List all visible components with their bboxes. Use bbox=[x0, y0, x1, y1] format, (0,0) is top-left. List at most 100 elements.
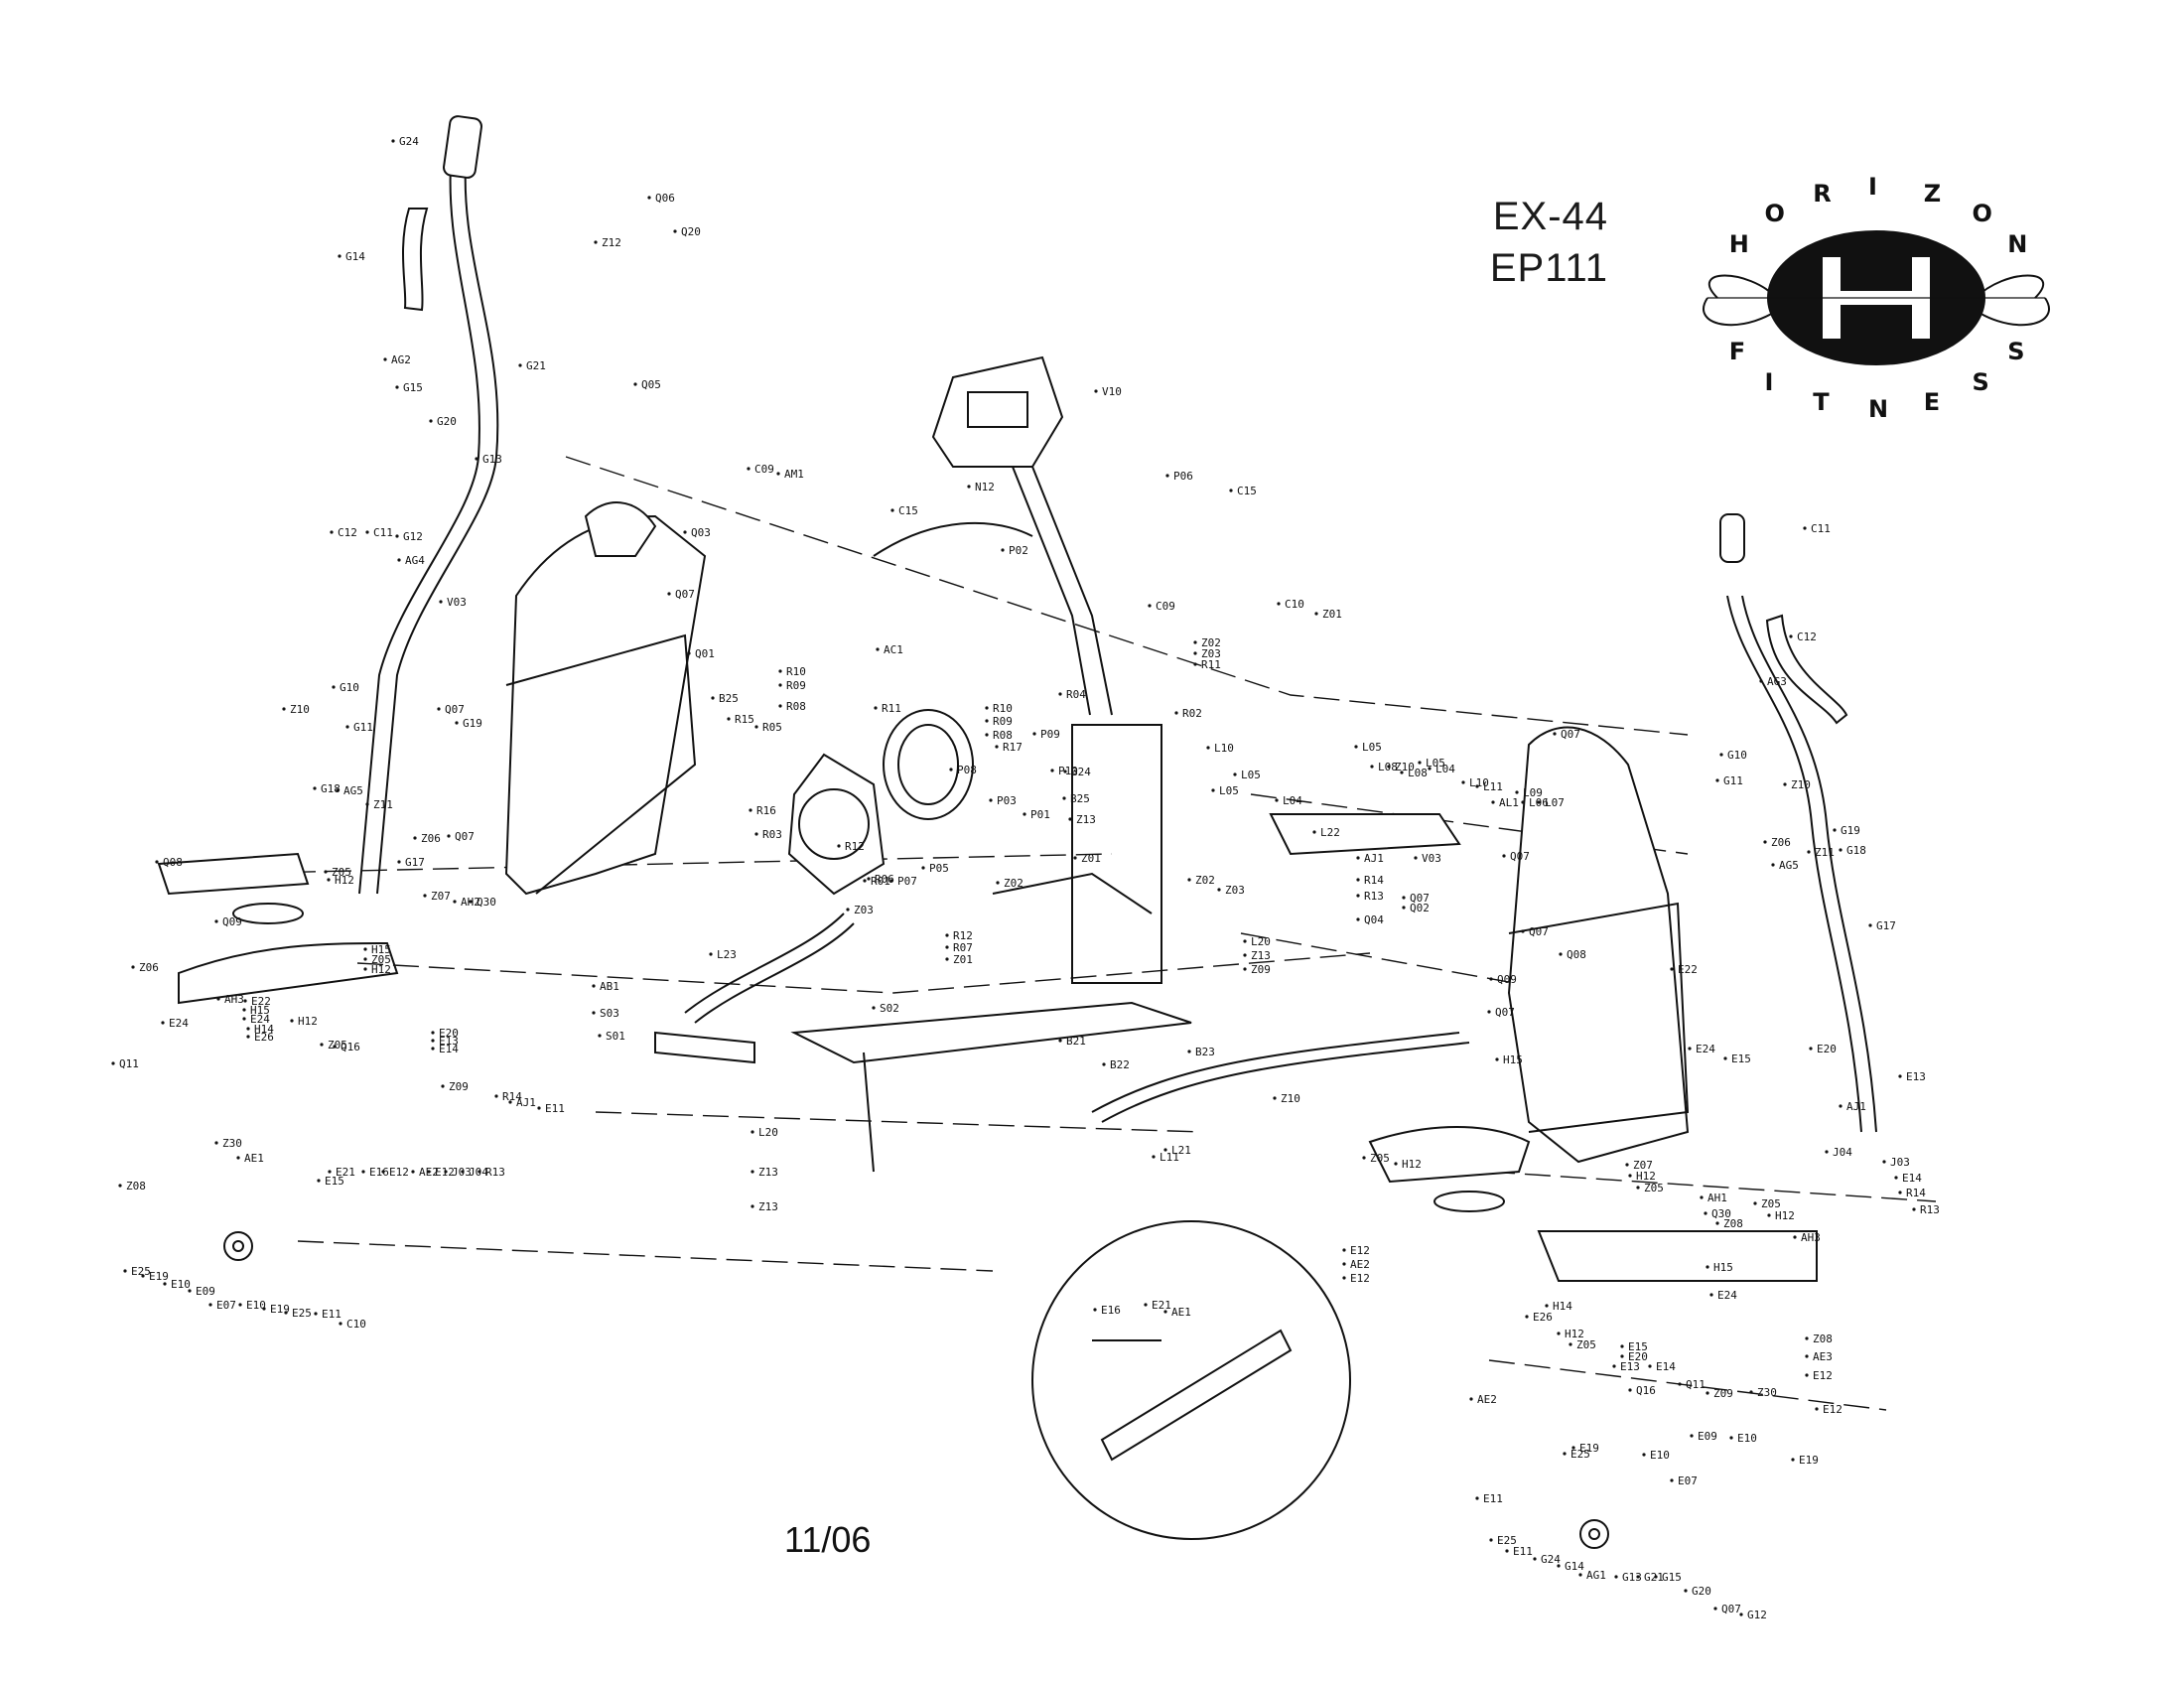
callout-leader-dot bbox=[1152, 1155, 1156, 1159]
callout-leader-dot bbox=[427, 1170, 431, 1174]
callout-j04: J04 bbox=[1833, 1146, 1852, 1159]
callout-h12: H12 bbox=[1565, 1328, 1584, 1340]
callout-r08: R08 bbox=[993, 729, 1013, 742]
callout-g21: G21 bbox=[1644, 1571, 1664, 1584]
callout-leader-dot bbox=[1620, 1344, 1624, 1348]
callout-leader-dot bbox=[889, 879, 893, 883]
callout-leader-dot bbox=[1704, 1211, 1707, 1215]
callout-leader-dot bbox=[647, 196, 651, 200]
callout-leader-dot bbox=[1833, 828, 1837, 832]
callout-leader-dot bbox=[890, 508, 894, 512]
assembly-guides bbox=[217, 456, 1937, 1411]
callout-z13: Z13 bbox=[1076, 813, 1096, 826]
callout-g18: G18 bbox=[321, 782, 341, 795]
callout-g13: G13 bbox=[1622, 1571, 1642, 1584]
callout-q09: Q09 bbox=[1497, 973, 1517, 986]
callout-leader-dot bbox=[1073, 856, 1077, 860]
callout-leader-dot bbox=[1356, 856, 1360, 860]
callout-leader-dot bbox=[594, 240, 598, 244]
callout-h12: H12 bbox=[1402, 1158, 1422, 1171]
callout-leader-dot bbox=[314, 1312, 318, 1316]
callout-leader-dot bbox=[1058, 1039, 1062, 1043]
callout-leader-dot bbox=[751, 1130, 754, 1134]
callout-q07: Q07 bbox=[1510, 850, 1530, 863]
callout-leader-dot bbox=[1767, 1213, 1771, 1217]
callout-leader-dot bbox=[330, 530, 334, 534]
callout-leader-dot bbox=[339, 1322, 342, 1326]
callout-leader-dot bbox=[282, 707, 286, 711]
callout-leader-dot bbox=[313, 786, 317, 790]
callout-e22: E22 bbox=[251, 995, 271, 1008]
callout-z05: Z05 bbox=[371, 953, 391, 966]
callout-leader-dot bbox=[1102, 1062, 1106, 1066]
callout-leader-dot bbox=[1314, 612, 1318, 616]
callout-c11: C11 bbox=[1811, 522, 1831, 535]
callout-leader-dot bbox=[985, 719, 989, 723]
callout-e25: E25 bbox=[1570, 1448, 1590, 1461]
callout-leader-dot bbox=[1670, 967, 1674, 971]
callout-leader-dot bbox=[1648, 1364, 1652, 1368]
callout-leader-dot bbox=[921, 866, 925, 870]
callout-h12: H12 bbox=[335, 874, 354, 887]
callout-h15: H15 bbox=[371, 943, 391, 956]
callout-leader-dot bbox=[1063, 770, 1067, 773]
callout-leader-dot bbox=[1569, 1342, 1572, 1346]
console bbox=[873, 355, 1113, 716]
callout-q03: Q03 bbox=[691, 526, 711, 539]
callout-leader-dot bbox=[1093, 1308, 1097, 1312]
callout-leader-dot bbox=[1211, 788, 1215, 792]
callout-q06: Q06 bbox=[655, 192, 675, 205]
callout-leader-dot bbox=[1023, 812, 1026, 816]
callout-c15: C15 bbox=[1237, 485, 1257, 497]
callout-q07: Q07 bbox=[445, 703, 465, 716]
callout-leader-dot bbox=[598, 1034, 602, 1038]
callout-leader-dot bbox=[1642, 1453, 1646, 1457]
callout-leader-dot bbox=[1759, 679, 1763, 683]
callout-g21: G21 bbox=[526, 359, 546, 372]
callout-leader-dot bbox=[989, 798, 993, 802]
callout-g15: G15 bbox=[1662, 1571, 1682, 1584]
callout-q07: Q07 bbox=[1410, 892, 1430, 905]
callout-leader-dot bbox=[363, 957, 367, 961]
callout-leader-dot bbox=[754, 725, 758, 729]
callout-c12: C12 bbox=[1797, 631, 1817, 643]
callout-r13: R13 bbox=[485, 1166, 505, 1179]
callout-leader-dot bbox=[1521, 800, 1525, 804]
callout-leader-dot bbox=[243, 999, 247, 1003]
callout-v03: V03 bbox=[1422, 852, 1441, 865]
callout-ah1: AH1 bbox=[1707, 1192, 1727, 1204]
callout-leader-dot bbox=[1418, 761, 1422, 765]
callout-leader-dot bbox=[1469, 1397, 1473, 1401]
callout-al1: AL1 bbox=[1499, 796, 1519, 809]
callout-e20: E20 bbox=[1628, 1350, 1648, 1363]
callout-leader-dot bbox=[749, 808, 752, 812]
callout-leader-dot bbox=[1715, 778, 1719, 782]
callout-e13: E13 bbox=[439, 1035, 459, 1048]
callout-leader-dot bbox=[1771, 863, 1775, 867]
callout-e25: E25 bbox=[1497, 1534, 1517, 1547]
callout-leader-dot bbox=[1032, 732, 1036, 736]
right-wheel bbox=[1579, 1519, 1609, 1549]
callout-p01: P01 bbox=[1030, 808, 1050, 821]
callout-g18: G18 bbox=[1846, 844, 1866, 857]
callout-r17: R17 bbox=[1003, 741, 1023, 754]
callout-leader-dot bbox=[336, 788, 340, 792]
callout-leader-dot bbox=[431, 1039, 435, 1043]
callout-ab1: AB1 bbox=[600, 980, 619, 993]
callout-z10: Z10 bbox=[1395, 761, 1415, 773]
callout-leader-dot bbox=[1898, 1074, 1902, 1078]
callout-ag1: AG1 bbox=[1586, 1569, 1606, 1582]
callout-leader-dot bbox=[1815, 1407, 1819, 1411]
callout-r14: R14 bbox=[1364, 874, 1384, 887]
callout-l04: L04 bbox=[1283, 794, 1302, 807]
callout-leader-dot bbox=[751, 1170, 754, 1174]
callout-l05: L05 bbox=[1219, 784, 1239, 797]
callout-ag3: AG3 bbox=[1767, 675, 1787, 688]
callout-leader-dot bbox=[1165, 474, 1169, 478]
callout-e25: E25 bbox=[292, 1307, 312, 1320]
callout-leader-dot bbox=[441, 1084, 445, 1088]
callout-q04: Q04 bbox=[1364, 913, 1384, 926]
callout-leader-dot bbox=[1461, 780, 1465, 784]
